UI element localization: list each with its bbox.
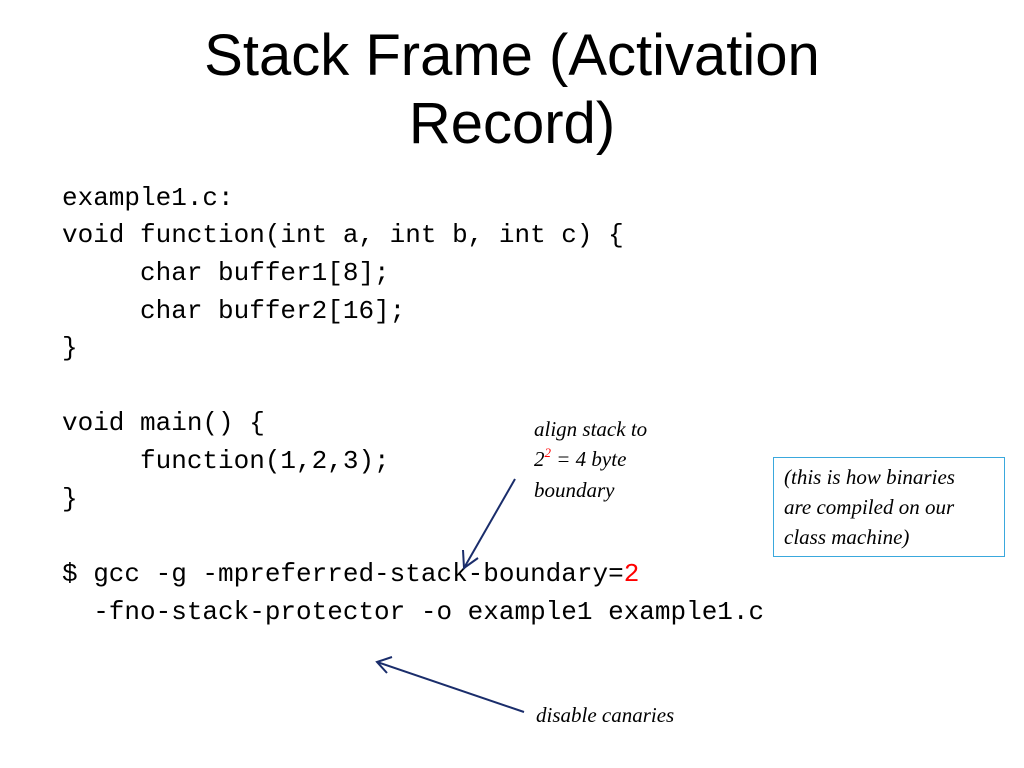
code-closing-brace-main: } [62,484,78,514]
align-annotation-rest: = 4 byte [551,447,627,471]
binaries-callout-line-1: (this is how binaries [784,465,955,489]
align-arrow [462,478,516,570]
align-annotation-line-3: boundary [534,478,615,502]
canaries-arrow [375,656,525,713]
canaries-annotation: disable canaries [536,703,675,727]
align-annotation-line-2: 22 = 4 byte [534,444,626,474]
code-closing-brace-function: } [62,333,78,363]
binaries-callout-line-2: are compiled on our [784,495,955,519]
gcc-command-line-2: -fno-stack-protector -o example1 example… [62,597,765,627]
slide-title: Stack Frame (Activation Record) [0,22,1024,158]
gcc-command-line-1: $ gcc -g -mpreferred-stack-boundary=2 [62,559,639,589]
binaries-callout-line-3: class machine) [784,525,910,549]
code-function-signature: void function(int a, int b, int c) { [62,220,624,250]
code-buffer2-declaration: char buffer2[16]; [62,296,406,326]
binaries-callout-box: (this is how binaries are compiled on ou… [773,457,1005,557]
slide-title-line-1: Stack Frame (Activation [204,23,820,88]
align-annotation-line-1: align stack to [534,417,648,441]
align-annotation-base: 2 [534,447,545,471]
align-annotation-exponent: 2 [544,445,552,460]
gcc-command-prefix: $ gcc -g -mpreferred-stack-boundary= [62,559,624,589]
code-function-call: function(1,2,3); [62,446,390,476]
code-filename: example1.c: [62,183,234,213]
slide-title-line-2: Record) [408,91,616,156]
stack-boundary-value: 2 [623,559,640,589]
code-buffer1-declaration: char buffer1[8]; [62,258,390,288]
code-main-signature: void main() { [62,408,265,438]
